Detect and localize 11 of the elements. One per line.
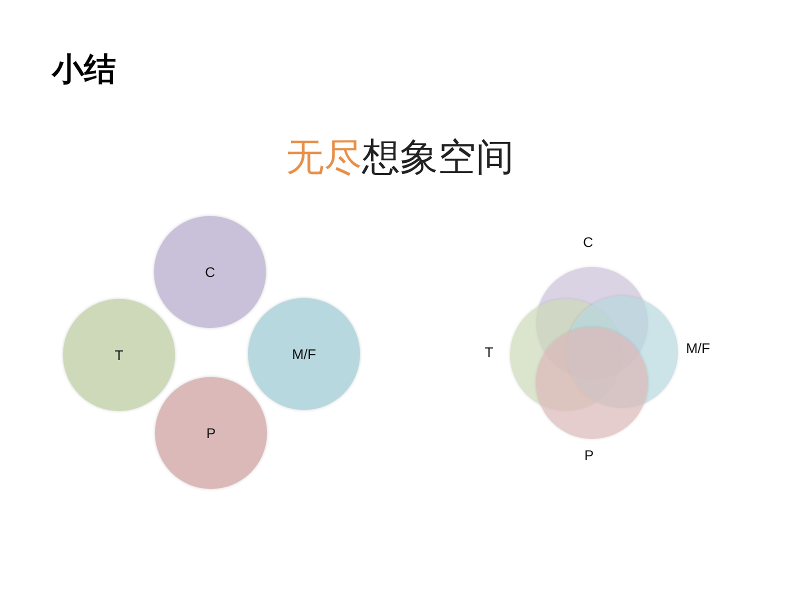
subtitle-text: 想象空间 [362,137,514,179]
circle-label: M/F [292,346,316,362]
circle-label: T [114,347,124,363]
slide-title: 小结 [52,50,116,89]
circle-label: T [484,344,494,360]
circle-label: M/F [686,340,710,356]
circle-label: P [206,425,216,441]
circle-label: C [204,264,216,280]
subtitle-text: 无尽 [286,137,362,179]
circle-label: P [584,447,594,463]
circle-label: C [582,234,594,250]
